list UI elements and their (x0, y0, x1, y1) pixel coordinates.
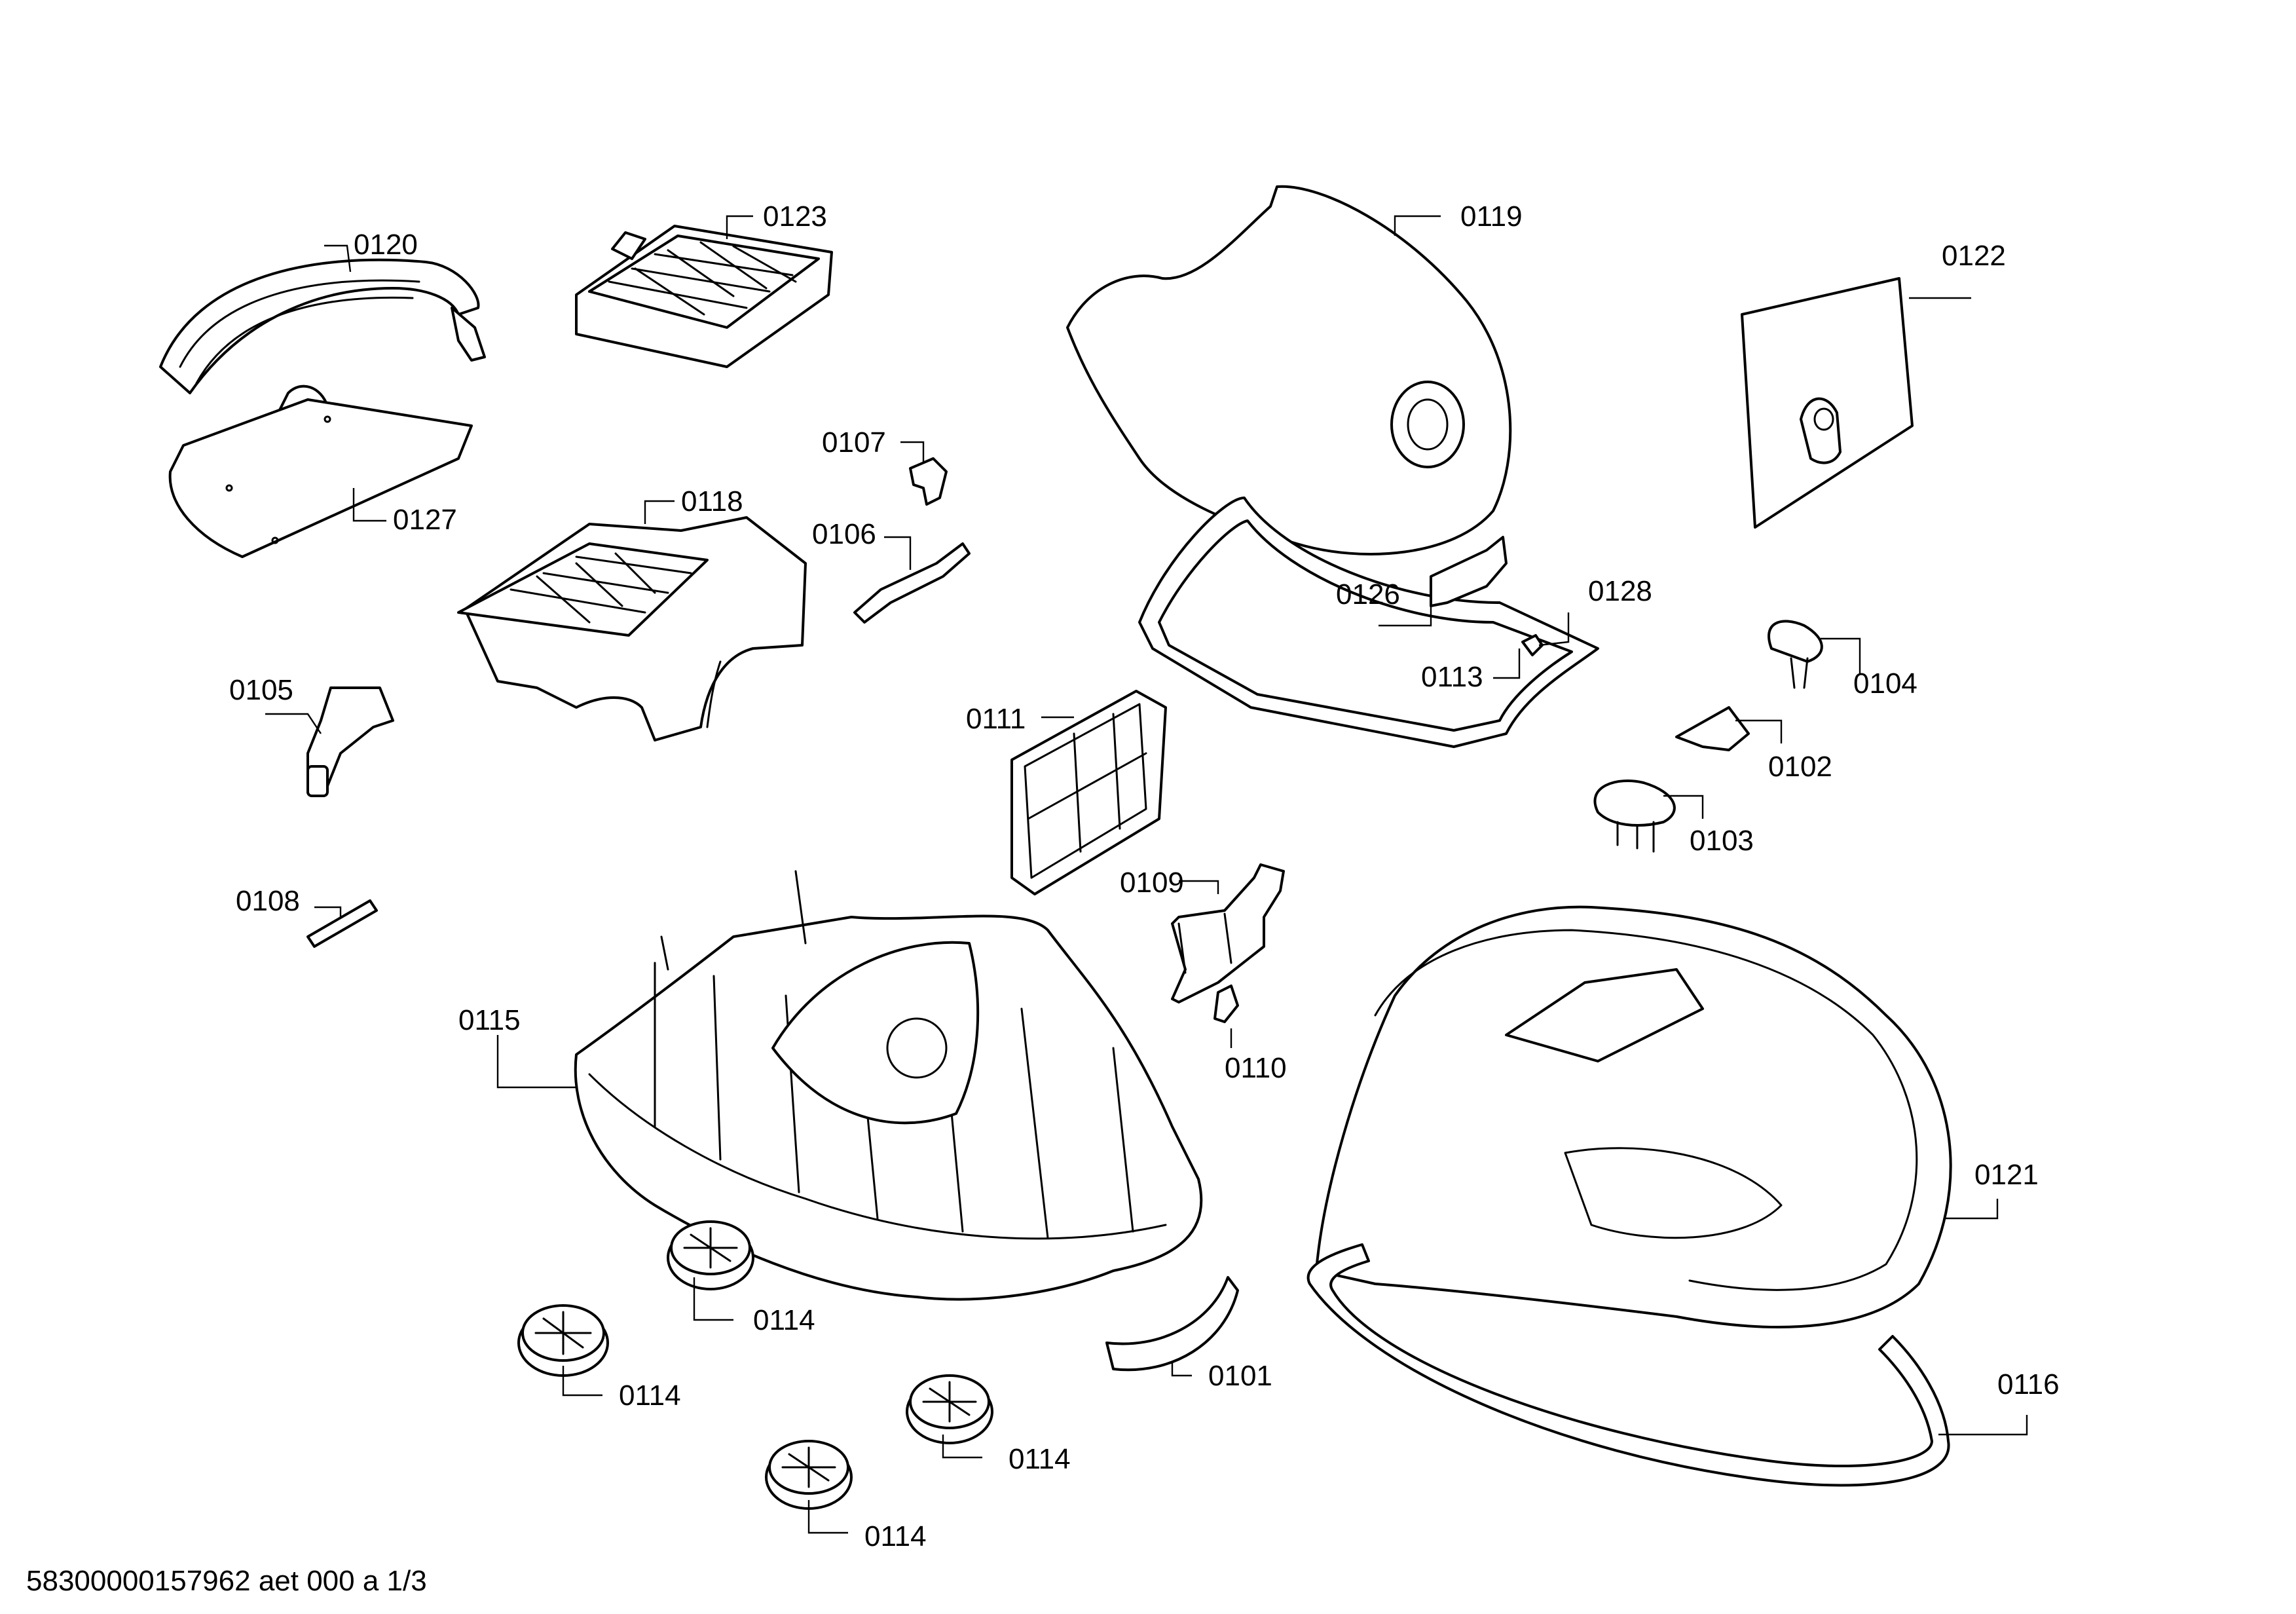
label-0105: 0105 (229, 674, 293, 706)
part-0123-filter (575, 225, 833, 368)
part-0119-lid (1066, 185, 1512, 555)
part-0115-base-housing (574, 870, 1203, 1301)
part-0102-wedge (1675, 706, 1750, 751)
part-0106-spring-lever (853, 542, 971, 624)
label-0111: 0111 (966, 703, 1026, 735)
label-0107: 0107 (822, 426, 886, 459)
label-0106: 0106 (812, 518, 876, 550)
label-0120: 0120 (354, 229, 418, 261)
label-0110: 0110 (1225, 1052, 1287, 1084)
part-0114-wheel-d (765, 1440, 853, 1510)
part-0118-filter-housing (457, 516, 807, 741)
label-0102: 0102 (1768, 751, 1832, 783)
part-0101-strip (1105, 1276, 1239, 1372)
part-0107-clip (909, 457, 948, 506)
label-0109: 0109 (1120, 867, 1184, 899)
part-0108-pin (306, 899, 378, 948)
part-0116-bottom-seal (1306, 1243, 1950, 1487)
part-0114-wheel-c (906, 1374, 993, 1444)
label-0114-c: 0114 (1009, 1443, 1071, 1475)
document-id-footer: 58300000157962 aet 000 a 1/3 (26, 1565, 427, 1597)
label-0114-d: 0114 (864, 1520, 927, 1552)
label-0126: 0126 (1336, 578, 1400, 610)
part-0104-cap (1768, 620, 1823, 689)
label-0118: 0118 (681, 485, 743, 517)
part-0114-wheel-a (667, 1220, 754, 1290)
label-0128: 0128 (1588, 575, 1652, 607)
label-0122: 0122 (1942, 240, 2006, 272)
label-0104: 0104 (1853, 667, 1917, 700)
part-0122-dust-bag (1741, 277, 1914, 529)
label-0114-b: 0114 (619, 1379, 681, 1412)
part-0105-latch (306, 686, 394, 797)
label-0115: 0115 (458, 1004, 521, 1036)
label-0113: 0113 (1421, 661, 1483, 693)
part-0109-bracket (1171, 863, 1285, 1004)
label-0114-a: 0114 (753, 1304, 815, 1336)
part-0121-upper-housing (1315, 905, 1952, 1328)
label-0123: 0123 (763, 200, 827, 233)
part-0127-cover-plate (168, 398, 473, 558)
part-0111-filter-frame (1010, 690, 1167, 895)
part-0110-tab (1213, 985, 1239, 1023)
label-0119: 0119 (1460, 200, 1523, 233)
label-0103: 0103 (1690, 825, 1754, 857)
part-0128-seal (1138, 497, 1599, 748)
label-0121: 0121 (1974, 1159, 2039, 1191)
label-0127: 0127 (393, 504, 457, 536)
part-0103-cap (1593, 779, 1676, 853)
label-0108: 0108 (236, 885, 300, 917)
part-0114-wheel-b (517, 1304, 609, 1377)
part-0126-latch-piece (1430, 536, 1508, 607)
label-0101: 0101 (1208, 1360, 1272, 1392)
label-0116: 0116 (1997, 1368, 2060, 1400)
leader-lines (265, 215, 2028, 1534)
